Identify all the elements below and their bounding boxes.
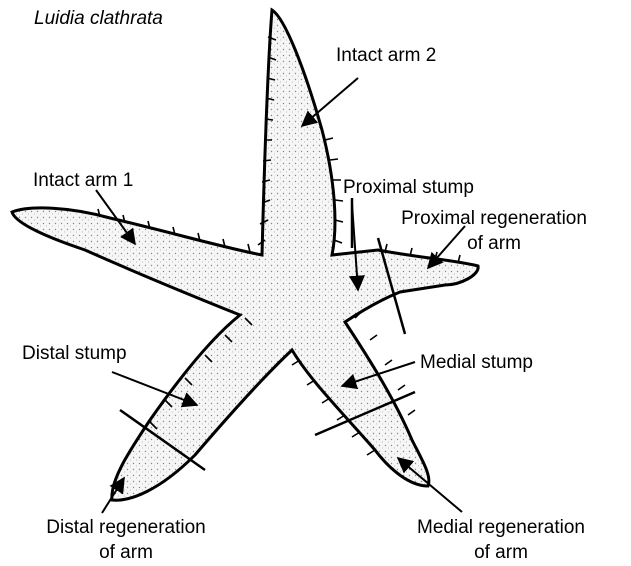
species-title: Luidia clathrata <box>34 8 163 30</box>
label-medial-regeneration-line1: Medial regeneration <box>376 517 626 539</box>
label-proximal-regeneration-line2: of arm <box>364 233 624 255</box>
label-medial-stump: Medial stump <box>420 352 533 374</box>
label-proximal-regeneration: Proximal regeneration of arm <box>364 208 624 255</box>
label-distal-regeneration-line2: of arm <box>8 542 244 564</box>
label-intact-arm-2: Intact arm 2 <box>336 45 436 67</box>
label-medial-regeneration: Medial regeneration of arm <box>376 517 626 564</box>
label-distal-stump: Distal stump <box>22 343 127 365</box>
label-distal-regeneration-line1: Distal regeneration <box>8 517 244 539</box>
label-intact-arm-1: Intact arm 1 <box>33 170 133 192</box>
starfish-body <box>12 10 478 500</box>
label-proximal-stump: Proximal stump <box>343 177 474 199</box>
label-distal-regeneration: Distal regeneration of arm <box>8 517 244 564</box>
label-medial-regeneration-line2: of arm <box>376 542 626 564</box>
pointer-medial-regeneration <box>398 458 462 512</box>
label-proximal-regeneration-line1: Proximal regeneration <box>364 208 624 230</box>
